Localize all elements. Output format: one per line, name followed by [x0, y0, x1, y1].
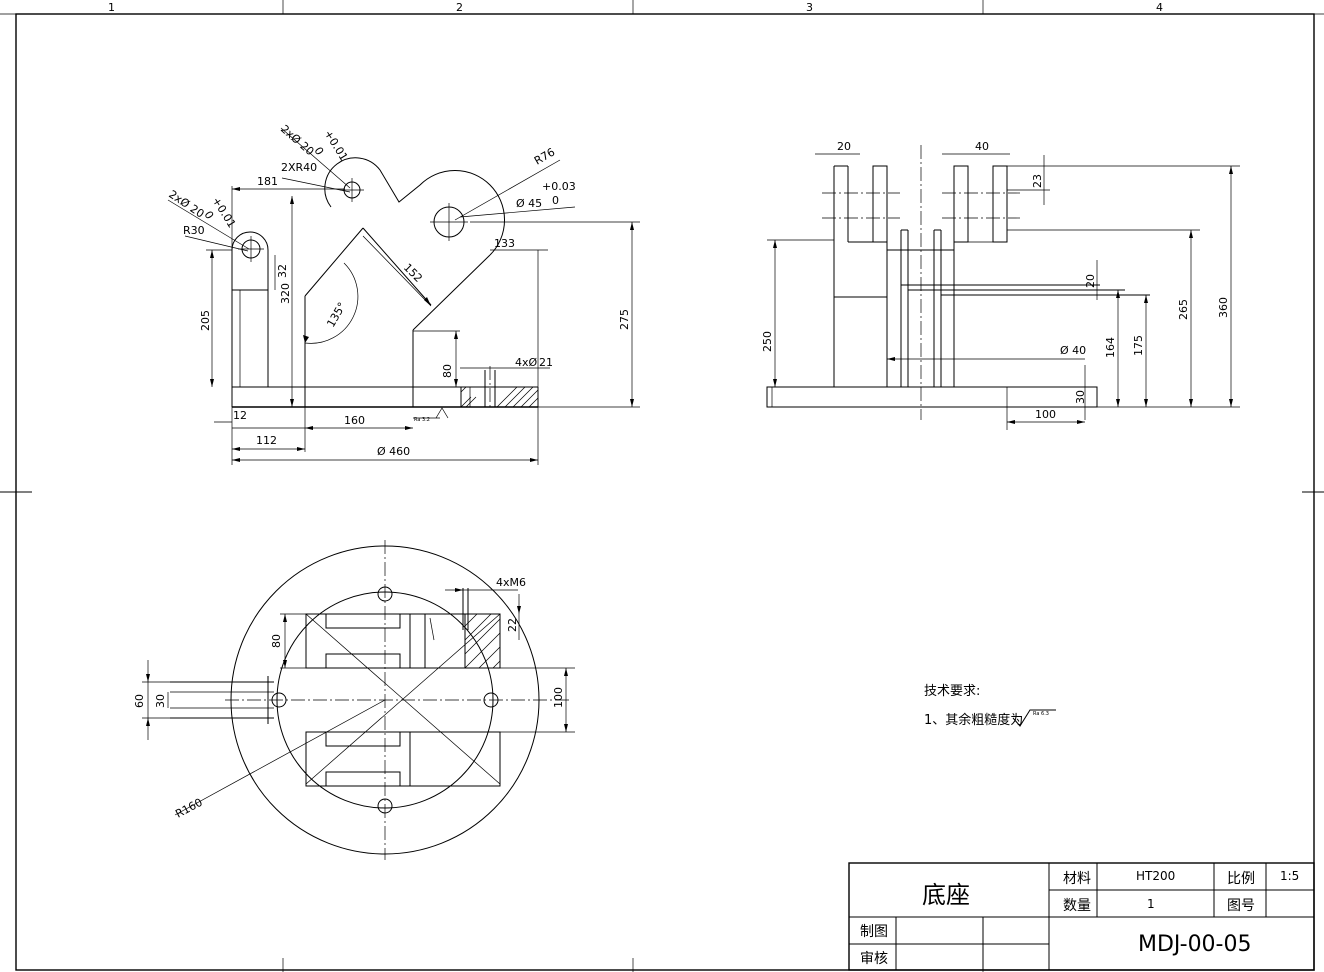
top-view: 4xM6 22 80 60 30 100 R160 [133, 540, 575, 860]
dim-front-d181: 181 [257, 175, 278, 188]
technical-notes: 技术要求: 1、其余粗糙度为 Ra 6.3 [924, 684, 1056, 728]
notes-item-1: 1、其余粗糙度为 [924, 712, 1023, 728]
dim-front-d32: 32 [276, 264, 289, 278]
part-name: 底座 [922, 881, 970, 909]
dim-front-r76: R76 [532, 146, 557, 168]
dim-front-d205: 205 [199, 310, 212, 331]
material-label: 材料 [1063, 871, 1091, 887]
dim-front-r30: R30 [183, 224, 205, 237]
dim-side-phi40: Ø 40 [1060, 344, 1086, 357]
roughness-front: Ra 3.2 [414, 417, 430, 423]
dim-front-hole-left: 2xØ 20 [166, 188, 206, 221]
dim-front-angle: 135° [324, 300, 349, 329]
dim-side-d175: 175 [1132, 335, 1145, 356]
title-block: 底座 材料 HT200 比例 1:5 数量 1 图号 制图 审核 MDJ-00-… [848, 862, 1315, 971]
dim-side-d250: 250 [761, 331, 774, 352]
dim-front-d12: 12 [233, 409, 247, 422]
zone-label-3: 3 [806, 1, 813, 14]
dim-front-d460: Ø 460 [377, 445, 410, 458]
drawing-no-label: 图号 [1227, 898, 1255, 914]
dim-front-d275: 275 [618, 309, 631, 330]
dim-front-hole-big: Ø 45 [516, 197, 542, 210]
notes-roughness: Ra 6.3 [1033, 711, 1049, 717]
dim-front-d152: 152 [401, 261, 425, 285]
dim-side-d360: 360 [1217, 297, 1230, 318]
dim-front-hole-big-tol-upper: +0.03 [542, 180, 576, 193]
dim-front-d112: 112 [256, 434, 277, 447]
dim-top-d100: 100 [552, 687, 565, 708]
dim-side-d30: 30 [1074, 390, 1087, 404]
dim-side-d40: 40 [975, 140, 989, 153]
section-hatch [460, 366, 539, 408]
dim-front-d320: 320 [279, 283, 292, 304]
quantity-value: 1 [1147, 897, 1155, 911]
dim-top-d80: 80 [270, 634, 283, 648]
side-view: 20 40 23 360 265 250 20 175 164 Ø 40 30 … [761, 140, 1240, 430]
zone-label-2: 2 [456, 1, 463, 14]
dim-side-d265: 265 [1177, 299, 1190, 320]
dim-side-d20-top: 20 [837, 140, 851, 153]
dim-front-d80: 80 [441, 364, 454, 378]
drawing-number: MDJ-00-05 [1138, 932, 1252, 957]
quantity-label: 数量 [1063, 898, 1091, 914]
top-section-hatch [464, 613, 501, 669]
dim-top-d60: 60 [133, 694, 146, 708]
dim-top-d22: 22 [506, 618, 519, 632]
dim-top-thread: 4xM6 [496, 576, 526, 589]
material-value: HT200 [1136, 869, 1175, 883]
dim-front-hole-small-tol-upper: +0.01 [321, 128, 350, 163]
roughness-symbol: Ra 6.3 [1012, 709, 1056, 727]
dim-front-hole-big-tol-lower: 0 [552, 194, 559, 207]
front-view: 2xØ 20 +0.01 0 2XR40 181 2xØ 20 +0.01 0 … [166, 122, 640, 465]
scale-value: 1:5 [1280, 869, 1299, 883]
zone-label-4: 4 [1156, 1, 1163, 14]
zone-label-1: 1 [108, 1, 115, 14]
dim-top-d30: 30 [154, 694, 167, 708]
dim-side-d100: 100 [1035, 408, 1056, 421]
drawn-label: 制图 [860, 924, 888, 940]
dim-front-holes: 4xØ [515, 356, 538, 369]
dim-front-hole-small: 2xØ 20 [278, 122, 316, 158]
dim-front-d160: 160 [344, 414, 365, 427]
dim-top-r160: R160 [173, 796, 204, 821]
dim-front-d133: 133 [494, 237, 515, 250]
checked-label: 审核 [860, 951, 888, 967]
dim-front-d21: 21 [539, 356, 553, 369]
dim-side-d23: 23 [1031, 174, 1044, 188]
scale-label: 比例 [1227, 871, 1255, 887]
dim-side-d164: 164 [1104, 337, 1117, 358]
dim-front-rib-radius: 2XR40 [281, 161, 317, 174]
notes-title: 技术要求: [924, 684, 980, 699]
dim-side-d20-mid: 20 [1084, 274, 1097, 288]
